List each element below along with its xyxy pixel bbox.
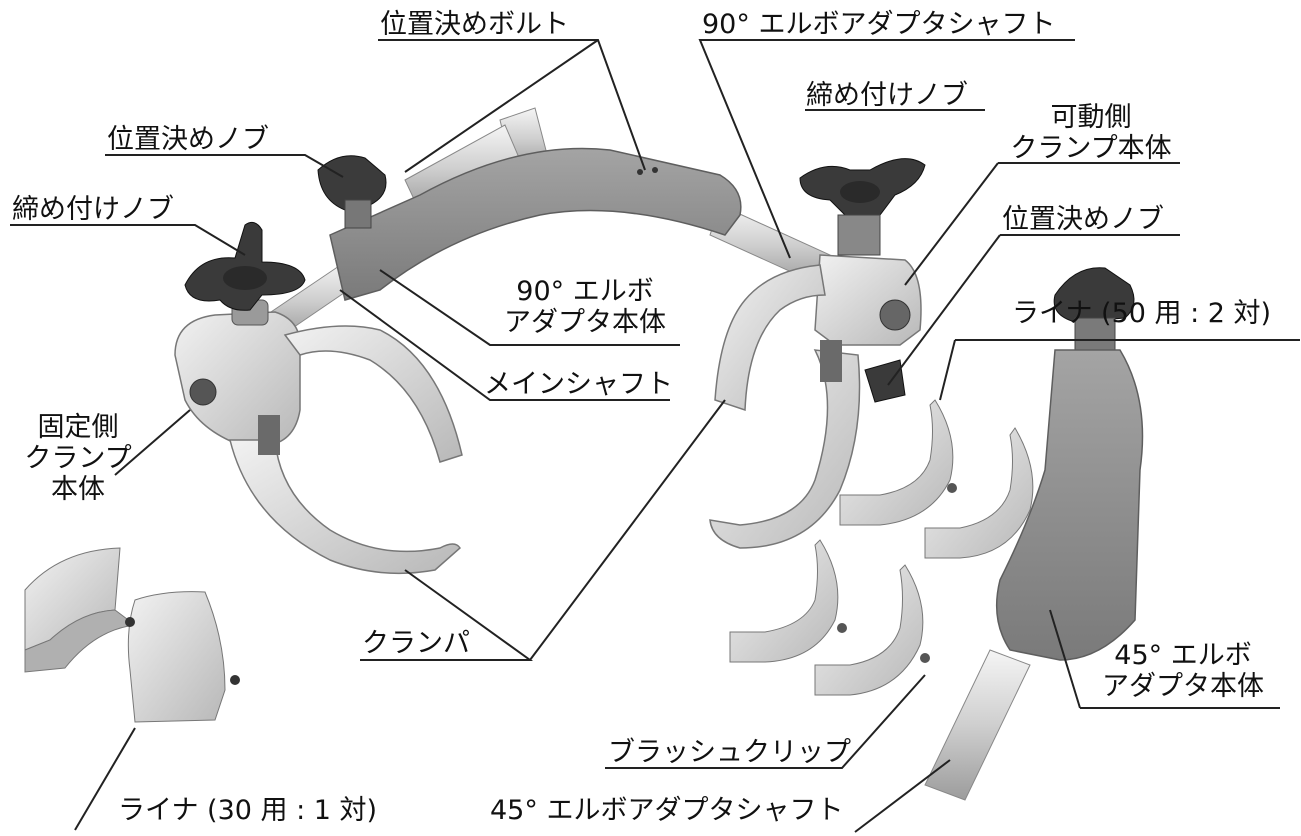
label-positioning-bolt: 位置決めボルト — [380, 9, 569, 40]
positioning-knob-left-part — [317, 155, 387, 229]
label-positioning-knob-right: 位置決めノブ — [1002, 204, 1164, 235]
label-clamper: クランパ — [362, 628, 470, 659]
leader-elbow90-shaft — [698, 39, 1075, 259]
leader-lines — [10, 39, 1300, 833]
leader-elbow45-body — [1049, 609, 1081, 709]
label-brush-clip: ブラッシュクリップ — [608, 737, 851, 768]
label-liner-30: ライナ (30 用 : 1 対) — [118, 795, 378, 826]
leader-fixed-clamp — [114, 409, 191, 476]
movable-clamp-part — [709, 254, 922, 549]
tightening-knob-left-part — [184, 221, 306, 311]
label-main-shaft: メインシャフト — [484, 369, 673, 400]
label-positioning-knob-left: 位置決めノブ — [107, 124, 269, 155]
leader-positioning-knob-left — [105, 154, 344, 178]
label-elbow90-shaft: 90° エルボアダプタシャフト — [702, 9, 1056, 40]
label-elbow90-body: 90° エルボ アダプタ本体 — [504, 276, 666, 338]
leader-elbow90-body — [379, 269, 680, 346]
leader-tightening-knob-left — [10, 224, 246, 256]
liners-50-part — [729, 399, 1040, 696]
leader-positioning-knob-right — [887, 234, 1001, 386]
tightening-knob-right-part — [799, 158, 926, 256]
leader-elbow45-shaft — [854, 759, 951, 833]
elbow90-body-part — [329, 147, 742, 301]
label-tightening-knob-right: 締め付けノブ — [806, 80, 968, 111]
elbow45-part — [924, 267, 1144, 801]
leader-liner50 — [939, 339, 956, 401]
liners-30-part — [24, 547, 240, 723]
leader-clamper-2 — [529, 399, 726, 661]
label-elbow45-shaft: 45° エルボアダプタシャフト — [490, 795, 844, 826]
leader-brush-clip — [605, 674, 926, 769]
label-liner-50: ライナ (50 用 : 2 対) — [1012, 298, 1272, 329]
label-fixed-clamp-body: 固定側 クランプ 本体 — [24, 412, 132, 505]
label-elbow45-body: 45° エルボ アダプタ本体 — [1102, 640, 1264, 702]
leader-movable-clamp — [904, 162, 999, 286]
fixed-clamp-part — [174, 299, 463, 575]
label-movable-clamp-body: 可動側 クランプ本体 — [1010, 102, 1172, 164]
leader-liner30 — [74, 727, 136, 831]
label-tightening-knob-left: 締め付けノブ — [12, 194, 174, 225]
leader-main-shaft — [339, 289, 670, 401]
leader-positioning-bolt-2 — [404, 39, 599, 173]
